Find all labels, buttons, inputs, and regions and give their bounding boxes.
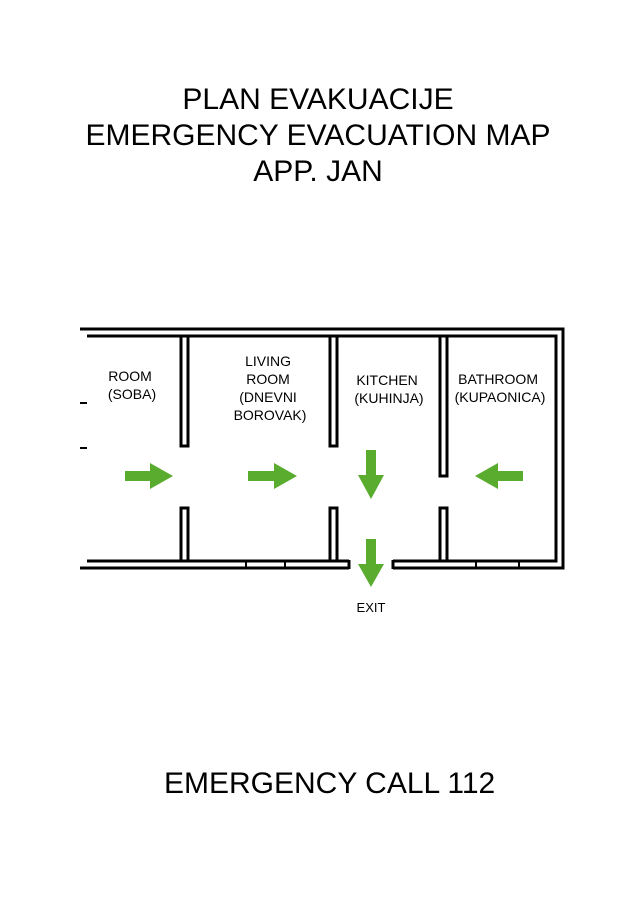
evacuation-arrows [125, 450, 523, 587]
room-label-room: ROOM (SOBA) [108, 368, 156, 402]
outer-wall-outer-line [80, 327, 565, 570]
title-line-apartment: APP. JAN [253, 155, 383, 188]
room-label-kitchen-line2: (KUHINJA) [354, 390, 423, 406]
room-label-living: LIVING ROOM (DNEVNI BOROVAK) [234, 353, 307, 423]
room-label-living-line1: LIVING [245, 353, 291, 369]
wall-room-living-upper [179, 336, 190, 448]
room-label-bathroom-line2: (KUPAONICA) [455, 389, 546, 405]
wall-kitchen-bathroom-lower [438, 506, 449, 561]
room-label-kitchen: KITCHEN (KUHINJA) [354, 372, 423, 406]
room-label-bathroom: BATHROOM (KUPAONICA) [455, 371, 546, 405]
room-label-room-line1: ROOM [108, 368, 152, 384]
wall-living-kitchen-upper [328, 336, 339, 448]
bottom-wall-windows [245, 561, 520, 568]
map-title: PLAN EVAKUACIJE EMERGENCY EVACUATION MAP… [0, 82, 636, 190]
title-line-evacuation-map: EMERGENCY EVACUATION MAP [85, 119, 551, 152]
exit-label: EXIT [357, 600, 386, 615]
arrow-down-icon [358, 539, 384, 587]
outer-wall [80, 327, 565, 570]
arrow-down-icon [358, 450, 384, 499]
room-label-room-line2: (SOBA) [108, 386, 156, 402]
room-label-kitchen-line1: KITCHEN [356, 372, 417, 388]
arrow-right-icon [125, 463, 173, 489]
wall-kitchen-bathroom-upper [438, 336, 449, 478]
arrow-right-icon [248, 463, 297, 489]
emergency-call-number: EMERGENCY CALL 112 [164, 767, 496, 800]
exit-door-jambs [347, 560, 395, 569]
room-label-living-line3: (DNEVNI [239, 389, 297, 405]
outer-wall-inner-line [87, 334, 558, 563]
title-line-plan: PLAN EVAKUACIJE [182, 83, 454, 116]
arrow-left-icon [475, 463, 523, 489]
left-wall-window [80, 402, 87, 449]
room-label-bathroom-line1: BATHROOM [458, 371, 538, 387]
wall-living-kitchen-lower [328, 506, 339, 561]
interior-walls [179, 336, 449, 561]
room-label-living-line4: BOROVAK) [234, 407, 307, 423]
room-label-living-line2: ROOM [246, 371, 290, 387]
wall-room-living-lower [179, 506, 190, 561]
